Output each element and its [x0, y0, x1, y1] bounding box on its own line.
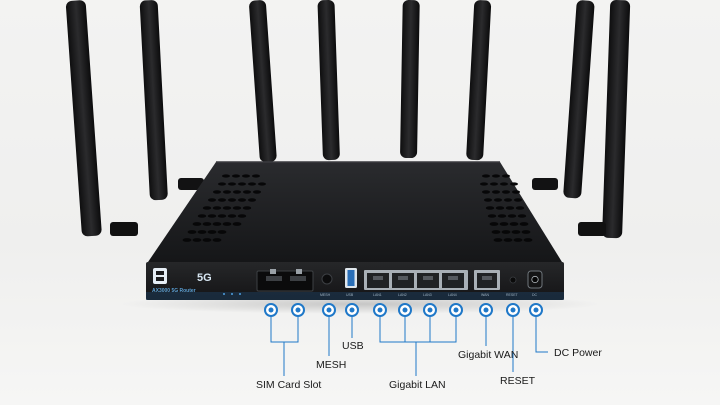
vent-right [480, 174, 533, 242]
callout-mesh: MESH [316, 359, 347, 371]
mesh-button [321, 273, 333, 285]
port-label-dc: DC [532, 293, 538, 297]
callout-gigabit-wan: Gigabit WAN [458, 349, 519, 361]
router-top [148, 162, 562, 262]
port-label-usb: USB [346, 293, 354, 297]
port-label-reset: RESET [506, 293, 518, 297]
port-label-lan4: LAN4 [448, 293, 457, 297]
antenna [317, 0, 340, 161]
antenna [400, 0, 420, 159]
antenna [65, 0, 102, 237]
logo-icon [153, 268, 167, 284]
antenna [466, 0, 492, 161]
ethernet-ports [364, 270, 500, 290]
sim-card-slots [256, 269, 314, 292]
antenna [139, 0, 168, 201]
vent-left [182, 174, 266, 242]
callout-lines [270, 316, 548, 376]
reset-hole [509, 276, 517, 284]
callout-reset: RESET [500, 375, 536, 387]
antenna [563, 0, 595, 199]
antenna-group [65, 0, 631, 239]
port-label-lan1: LAN1 [373, 293, 382, 297]
callout-dc-power: DC Power [554, 347, 602, 359]
callout-sim-card-slot: SIM Card Slot [256, 379, 322, 391]
port-label-wan: WAN [481, 293, 490, 297]
port-label-lan2: LAN2 [398, 293, 407, 297]
antenna [602, 0, 631, 239]
port-label-mesh: MESH [320, 293, 331, 297]
antenna [249, 0, 277, 163]
router-model-label: AX3000 5G Router [152, 288, 196, 294]
callout-gigabit-lan: Gigabit LAN [389, 379, 446, 391]
callout-usb: USB [342, 340, 364, 352]
port-label-lan3: LAN3 [423, 293, 432, 297]
router-5g-badge: 5G [197, 272, 212, 284]
